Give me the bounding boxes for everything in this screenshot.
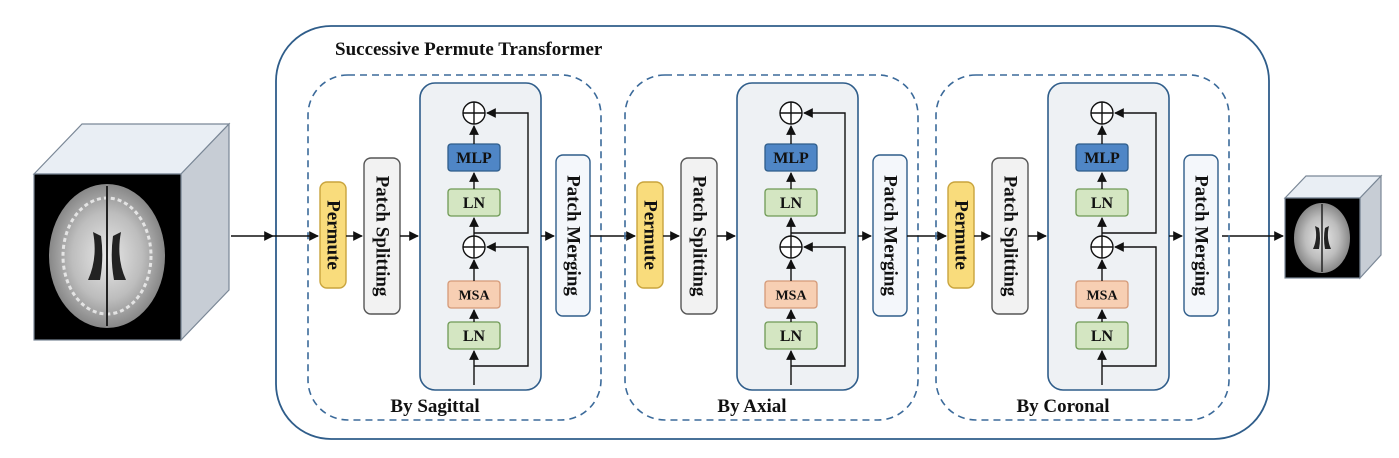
msa-box: MSA — [447, 280, 501, 309]
ln-bottom-box: LN — [447, 321, 501, 350]
ln-bottom-box-label: LN — [1091, 328, 1114, 345]
output-brain-slice-image — [1294, 203, 1350, 273]
permute-box: Permute — [636, 181, 664, 289]
stage-caption: By Coronal — [1016, 396, 1109, 417]
permute-box: Permute — [947, 181, 975, 289]
stage-2: Permute Patch Splitting Patch Merging MLP LN… — [624, 74, 947, 421]
patch-merging-box-label: Patch Merging — [1191, 175, 1212, 296]
patch-merging-box-box — [1183, 154, 1219, 317]
stage-caption: By Sagittal — [390, 396, 479, 417]
stage-dashed-frame — [307, 74, 602, 421]
residual-skip-upper — [474, 108, 529, 234]
permute-box-label: Permute — [323, 200, 344, 270]
permute-box-label: Permute — [951, 200, 972, 270]
residual-add-top — [1090, 101, 1114, 125]
patch-merging-box: Patch Merging — [1183, 154, 1219, 317]
mlp-box: MLP — [1075, 143, 1129, 172]
permute-box: Permute — [319, 181, 347, 289]
stage-caption: By Axial — [717, 396, 786, 417]
patch-merging-box-label: Patch Merging — [563, 175, 584, 296]
patch-splitting-box: Patch Splitting — [680, 157, 718, 315]
ln-top-box-label: LN — [1091, 195, 1114, 212]
output-volume-cube — [1283, 174, 1383, 280]
patch-merging-box: Patch Merging — [872, 154, 908, 317]
brain-slice-image — [49, 184, 165, 328]
ln-top-box-label: LN — [780, 195, 803, 212]
residual-add-top — [462, 101, 486, 125]
msa-box-label: MSA — [458, 288, 490, 303]
permute-box-box — [636, 181, 664, 289]
msa-box: MSA — [764, 280, 818, 309]
patch-splitting-box-label: Patch Splitting — [689, 176, 710, 297]
ln-bottom-box-label: LN — [463, 328, 486, 345]
ln-top-box: LN — [447, 188, 501, 217]
ln-top-box: LN — [764, 188, 818, 217]
permute-box-box — [319, 181, 347, 289]
stage-dashed-frame — [935, 74, 1230, 421]
msa-box: MSA — [1075, 280, 1129, 309]
outer-frame — [275, 25, 1270, 440]
mlp-box-label: MLP — [1084, 150, 1120, 167]
stage-1: Permute Patch Splitting Patch Merging MLP LN… — [273, 74, 636, 421]
ln-bottom-box: LN — [764, 321, 818, 350]
ln-top-box-label: LN — [463, 195, 486, 212]
permute-box-box — [947, 181, 975, 289]
patch-splitting-box-label: Patch Splitting — [1000, 176, 1021, 297]
input-volume-cube — [32, 122, 231, 342]
stages: Permute Patch Splitting Patch Merging MLP LN… — [273, 74, 1230, 421]
ln-top-box: LN — [1075, 188, 1129, 217]
residual-add-bottom — [779, 235, 803, 259]
mlp-box-label: MLP — [456, 150, 492, 167]
diagram-title: Successive Permute Transformer — [335, 39, 603, 60]
residual-add-bottom — [1090, 235, 1114, 259]
residual-skip-upper — [791, 108, 846, 234]
residual-skip-lower — [1102, 242, 1157, 367]
residual-add-bottom — [462, 235, 486, 259]
stage-3: Permute Patch Splitting Patch Merging MLP LN… — [935, 74, 1230, 421]
patch-merging-box: Patch Merging — [555, 154, 591, 317]
patch-splitting-box: Patch Splitting — [991, 157, 1029, 315]
residual-skip-lower — [791, 242, 846, 367]
residual-skip-lower — [474, 242, 529, 367]
msa-box-label: MSA — [775, 288, 807, 303]
patch-splitting-box-label: Patch Splitting — [372, 176, 393, 297]
stage-dashed-frame — [624, 74, 919, 421]
mlp-box: MLP — [764, 143, 818, 172]
patch-merging-box-label: Patch Merging — [880, 175, 901, 296]
mlp-box-label: MLP — [773, 150, 809, 167]
residual-skip-upper — [1102, 108, 1157, 234]
ln-bottom-box-label: LN — [780, 328, 803, 345]
ln-bottom-box: LN — [1075, 321, 1129, 350]
msa-box-label: MSA — [1086, 288, 1118, 303]
patch-splitting-box: Patch Splitting — [363, 157, 401, 315]
permute-box-label: Permute — [640, 200, 661, 270]
residual-add-top — [779, 101, 803, 125]
mlp-box: MLP — [447, 143, 501, 172]
